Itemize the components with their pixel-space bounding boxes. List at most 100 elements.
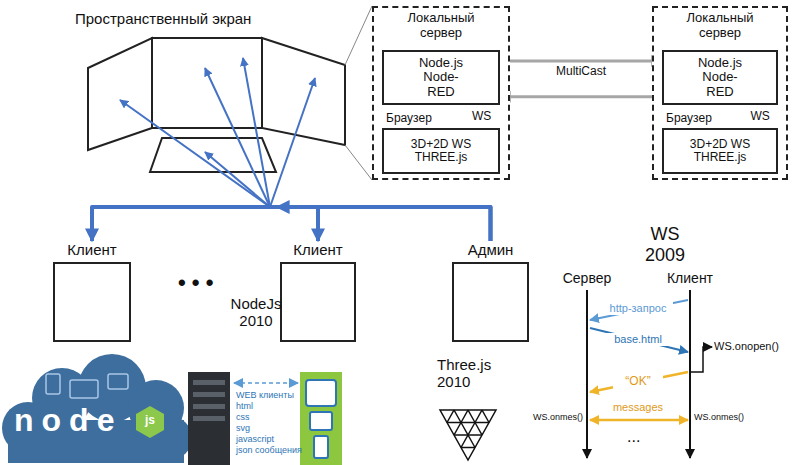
sequence-diagram	[590, 419, 688, 422]
bus-arrow	[318, 207, 491, 241]
box-heading: Браузер	[666, 112, 712, 126]
devices-panel	[314, 436, 328, 458]
device-icon	[108, 374, 128, 389]
projection-ray	[120, 100, 270, 207]
callback-name: WS.onopen()	[714, 340, 779, 353]
edge-label: WS	[750, 110, 771, 124]
server-icon	[193, 392, 225, 397]
client-box: Клиент	[280, 241, 356, 342]
spatial-screen	[88, 38, 152, 150]
devices-panel	[306, 380, 336, 406]
zoom-line	[345, 6, 372, 180]
tech-list: html	[236, 401, 253, 411]
projection-ray	[120, 58, 315, 207]
devices-panel	[300, 372, 342, 465]
cloud	[2, 354, 192, 463]
box-heading: Клиент	[280, 241, 356, 258]
box-frame	[452, 262, 529, 342]
lifeline-name: Клиент	[650, 270, 730, 286]
server-icon	[188, 372, 230, 465]
group-heading: Локальный сервер	[401, 11, 481, 41]
callback-name: WS.onmes()	[694, 412, 744, 422]
dashed-arrow	[234, 382, 298, 384]
message-label: messages	[603, 401, 673, 414]
tech-list: css	[236, 412, 250, 422]
group-heading: Локальный сервер	[680, 11, 760, 41]
js-hexagon	[136, 406, 164, 438]
year-note: NodeJs 2010	[226, 295, 286, 330]
box-heading: Браузер	[386, 112, 432, 126]
protocol-title: WS 2009	[635, 224, 695, 265]
triangle-mesh	[440, 410, 496, 460]
triangle-mesh	[482, 410, 489, 423]
sequence-diagram	[590, 300, 688, 320]
browser-box: Браузер3D+2D WS THREE.js	[382, 128, 500, 174]
projection-ray	[270, 78, 315, 207]
logo-text: js	[136, 414, 164, 428]
tech-list: WEB клиенты	[236, 390, 294, 400]
bus-arrow	[92, 207, 491, 241]
devices-panel	[310, 412, 332, 430]
zoom-line	[345, 6, 372, 65]
sequence-diagram	[590, 328, 688, 352]
spatial-screen	[152, 38, 262, 128]
message-label: base.html	[603, 333, 673, 346]
box-frame	[53, 262, 131, 342]
projection-ray	[243, 58, 270, 207]
spatial-screen	[262, 38, 345, 145]
edge-label: WS	[471, 110, 492, 124]
tech-list: svg	[236, 423, 250, 433]
box-frame	[280, 262, 356, 342]
logo-text: node	[14, 402, 122, 439]
browser-box: Браузер3D+2D WS THREE.js	[662, 128, 778, 174]
box-label: 3D+2D WS THREE.js	[689, 138, 751, 164]
triangle-mesh	[454, 410, 468, 435]
triangle-mesh	[447, 422, 489, 424]
ellipsis-dots: • • •	[178, 270, 213, 295]
device-icon	[46, 374, 128, 398]
server-icon	[193, 416, 225, 421]
server-icon	[193, 404, 225, 409]
lifeline-name: Сервер	[547, 270, 627, 286]
server-box: Node.js Node-RED	[382, 50, 500, 105]
tech-list: javascript	[236, 434, 274, 444]
edge-label: MultiCast	[555, 65, 607, 79]
year-note: Three.js 2010	[437, 356, 507, 391]
sequence-diagram	[689, 290, 691, 458]
message-label: http-запрос	[603, 302, 673, 315]
callback-name: WS.onmes()	[533, 412, 583, 422]
multicast-arrow	[500, 60, 662, 63]
zoom-line	[345, 145, 372, 180]
server-icon	[188, 372, 230, 465]
box-label: Node.js Node-RED	[412, 56, 470, 99]
local-server-group: Локальный серверNode.js Node-REDБраузер3…	[652, 6, 788, 180]
device-icon	[70, 380, 98, 398]
projection-ray	[205, 68, 270, 207]
triangle-mesh	[454, 434, 482, 436]
box-heading: Админ	[452, 241, 529, 258]
device-icon	[46, 374, 60, 394]
sequence-diagram	[590, 372, 688, 392]
box-heading: Клиент	[53, 241, 131, 258]
local-server-group: Локальный серверNode.js Node-RED Браузер3…	[372, 6, 510, 180]
projection-ray	[205, 152, 270, 207]
sequence-diagram	[690, 347, 712, 372]
server-icon	[193, 380, 225, 385]
box-label: Node.js Node-RED	[691, 56, 749, 99]
message-label: “OK”	[613, 375, 663, 389]
sequence-diagram	[587, 290, 712, 458]
triangle-mesh	[468, 410, 482, 435]
triangle-mesh	[461, 447, 475, 449]
sequence-diagram	[586, 290, 588, 458]
tech-list: json сообщения	[236, 445, 302, 455]
ellipsis: ...	[627, 428, 640, 446]
server-box: Node.js Node-RED	[662, 50, 778, 105]
client-box: Клиент	[53, 241, 131, 342]
triangle-mesh	[440, 410, 496, 460]
multicast-arrow	[500, 95, 662, 98]
diagram-title: Пространственный экран	[75, 10, 251, 27]
triangle-mesh	[447, 410, 454, 423]
admin-box: Админ	[452, 241, 529, 342]
devices-panel	[300, 372, 342, 465]
